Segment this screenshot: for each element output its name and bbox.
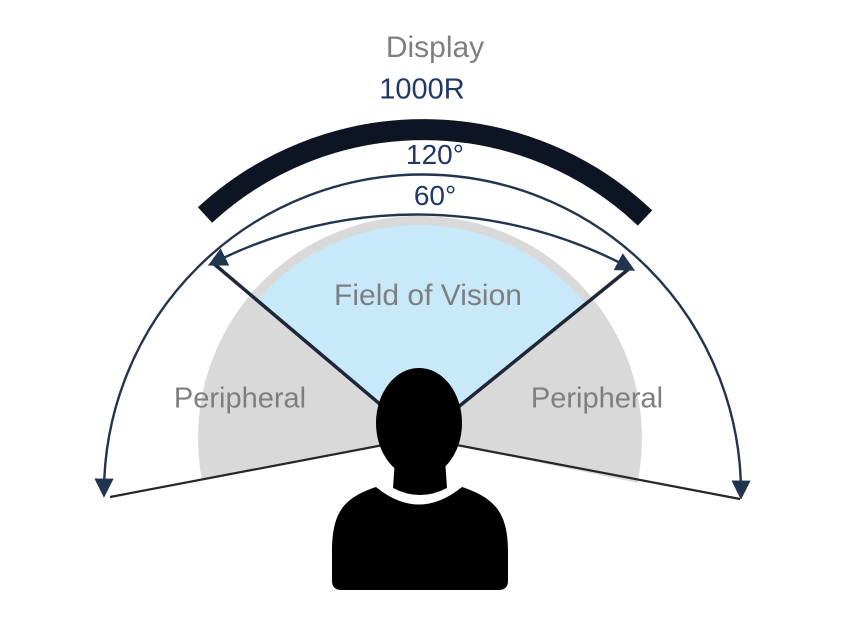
peripheral-right-label: Peripheral [530,382,664,415]
person-silhouette-icon [332,368,508,590]
vision-angle-label: 60° [413,180,457,211]
person-body [332,487,508,590]
field-of-vision-sector [257,225,586,438]
display-label: Display [385,31,485,64]
peripheral-left-label: Peripheral [173,382,307,415]
vision-angle-arc [207,213,636,271]
field-of-vision-label: Field of Vision [334,279,522,312]
display-angle-arc [94,173,751,500]
curved-display-arc [197,119,653,226]
person-head [376,368,462,478]
display-angle-label: 120° [406,139,464,170]
curvature-label: 1000R [379,73,465,106]
